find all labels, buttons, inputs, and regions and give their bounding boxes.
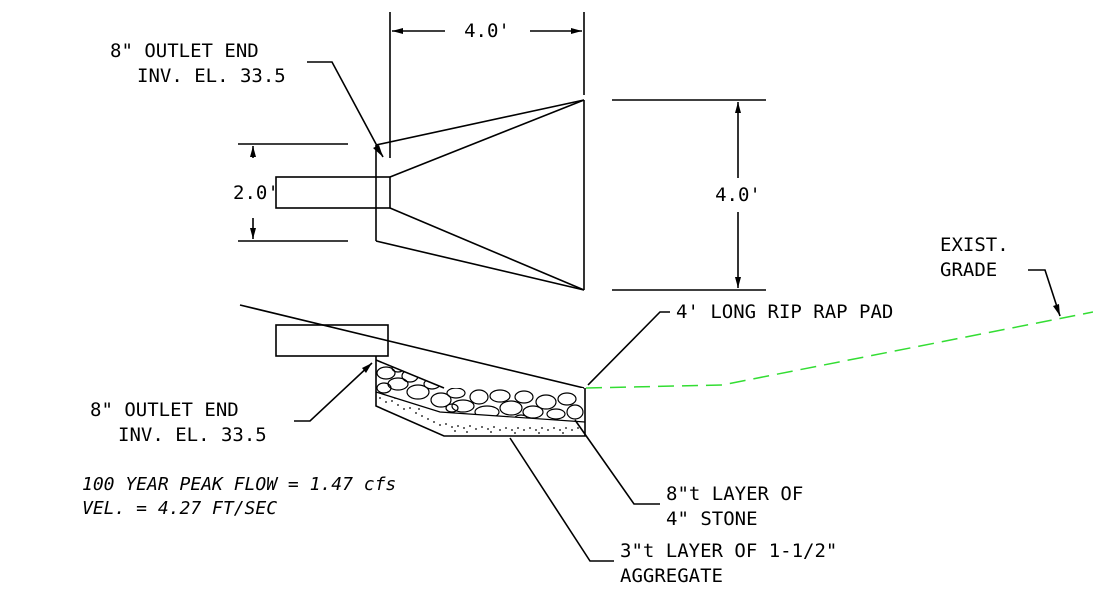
plan-outlet-label-line2: INV. EL. 33.5 [137,65,286,87]
aggregate-layer-label: 3"t LAYER OF 1-1/2" AGGREGATE [509,437,837,587]
aggregate-label-line2: AGGREGATE [620,565,723,587]
stone-layer-label: 8"t LAYER OF 4" STONE [574,419,803,530]
top-dimension-label: 4.0' [464,20,510,42]
outlet-pipe-plan [275,176,391,209]
pipe-dimension: 2.0' [233,143,348,242]
top-dimension: 4.0' [389,12,585,158]
flow-notes: 100 YEAR PEAK FLOW = 1.47 cfs VEL. = 4.2… [82,474,396,519]
existing-grade-line [585,311,1093,389]
exist-grade-label-line1: EXIST. [940,234,1009,256]
profile-outlet-label: 8" OUTLET END INV. EL. 33.5 [90,362,373,446]
right-dimension: 4.0' [612,99,766,291]
rip-rap-pad [375,356,586,437]
plan-view: 4.0' 2.0' [110,12,766,291]
profile-outlet-label-line1: 8" OUTLET END [90,399,239,421]
profile-view: 4' LONG RIP RAP PAD EXIST. GRADE 8" OUTL… [90,234,1093,587]
right-dimension-label: 4.0' [715,184,761,206]
flared-end-section [375,99,585,291]
pipe-dimension-label: 2.0' [233,182,279,204]
aggregate-label-line1: 3"t LAYER OF 1-1/2" [620,540,837,562]
stone-label-line1: 8"t LAYER OF [666,483,803,505]
stone-label-line2: 4" STONE [666,508,758,530]
peak-flow-note: 100 YEAR PEAK FLOW = 1.47 cfs [82,474,396,495]
exist-grade-label: EXIST. GRADE [940,234,1061,317]
profile-outlet-label-line2: INV. EL. 33.5 [118,424,267,446]
outlet-pipe-profile [275,324,389,357]
pad-label: 4' LONG RIP RAP PAD [587,301,893,386]
pad-label-text: 4' LONG RIP RAP PAD [676,301,893,323]
velocity-note: VEL. = 4.27 FT/SEC [82,498,277,519]
plan-outlet-label-line1: 8" OUTLET END [110,40,259,62]
exist-grade-label-line2: GRADE [940,259,997,281]
plan-outlet-label: 8" OUTLET END INV. EL. 33.5 [110,40,384,158]
